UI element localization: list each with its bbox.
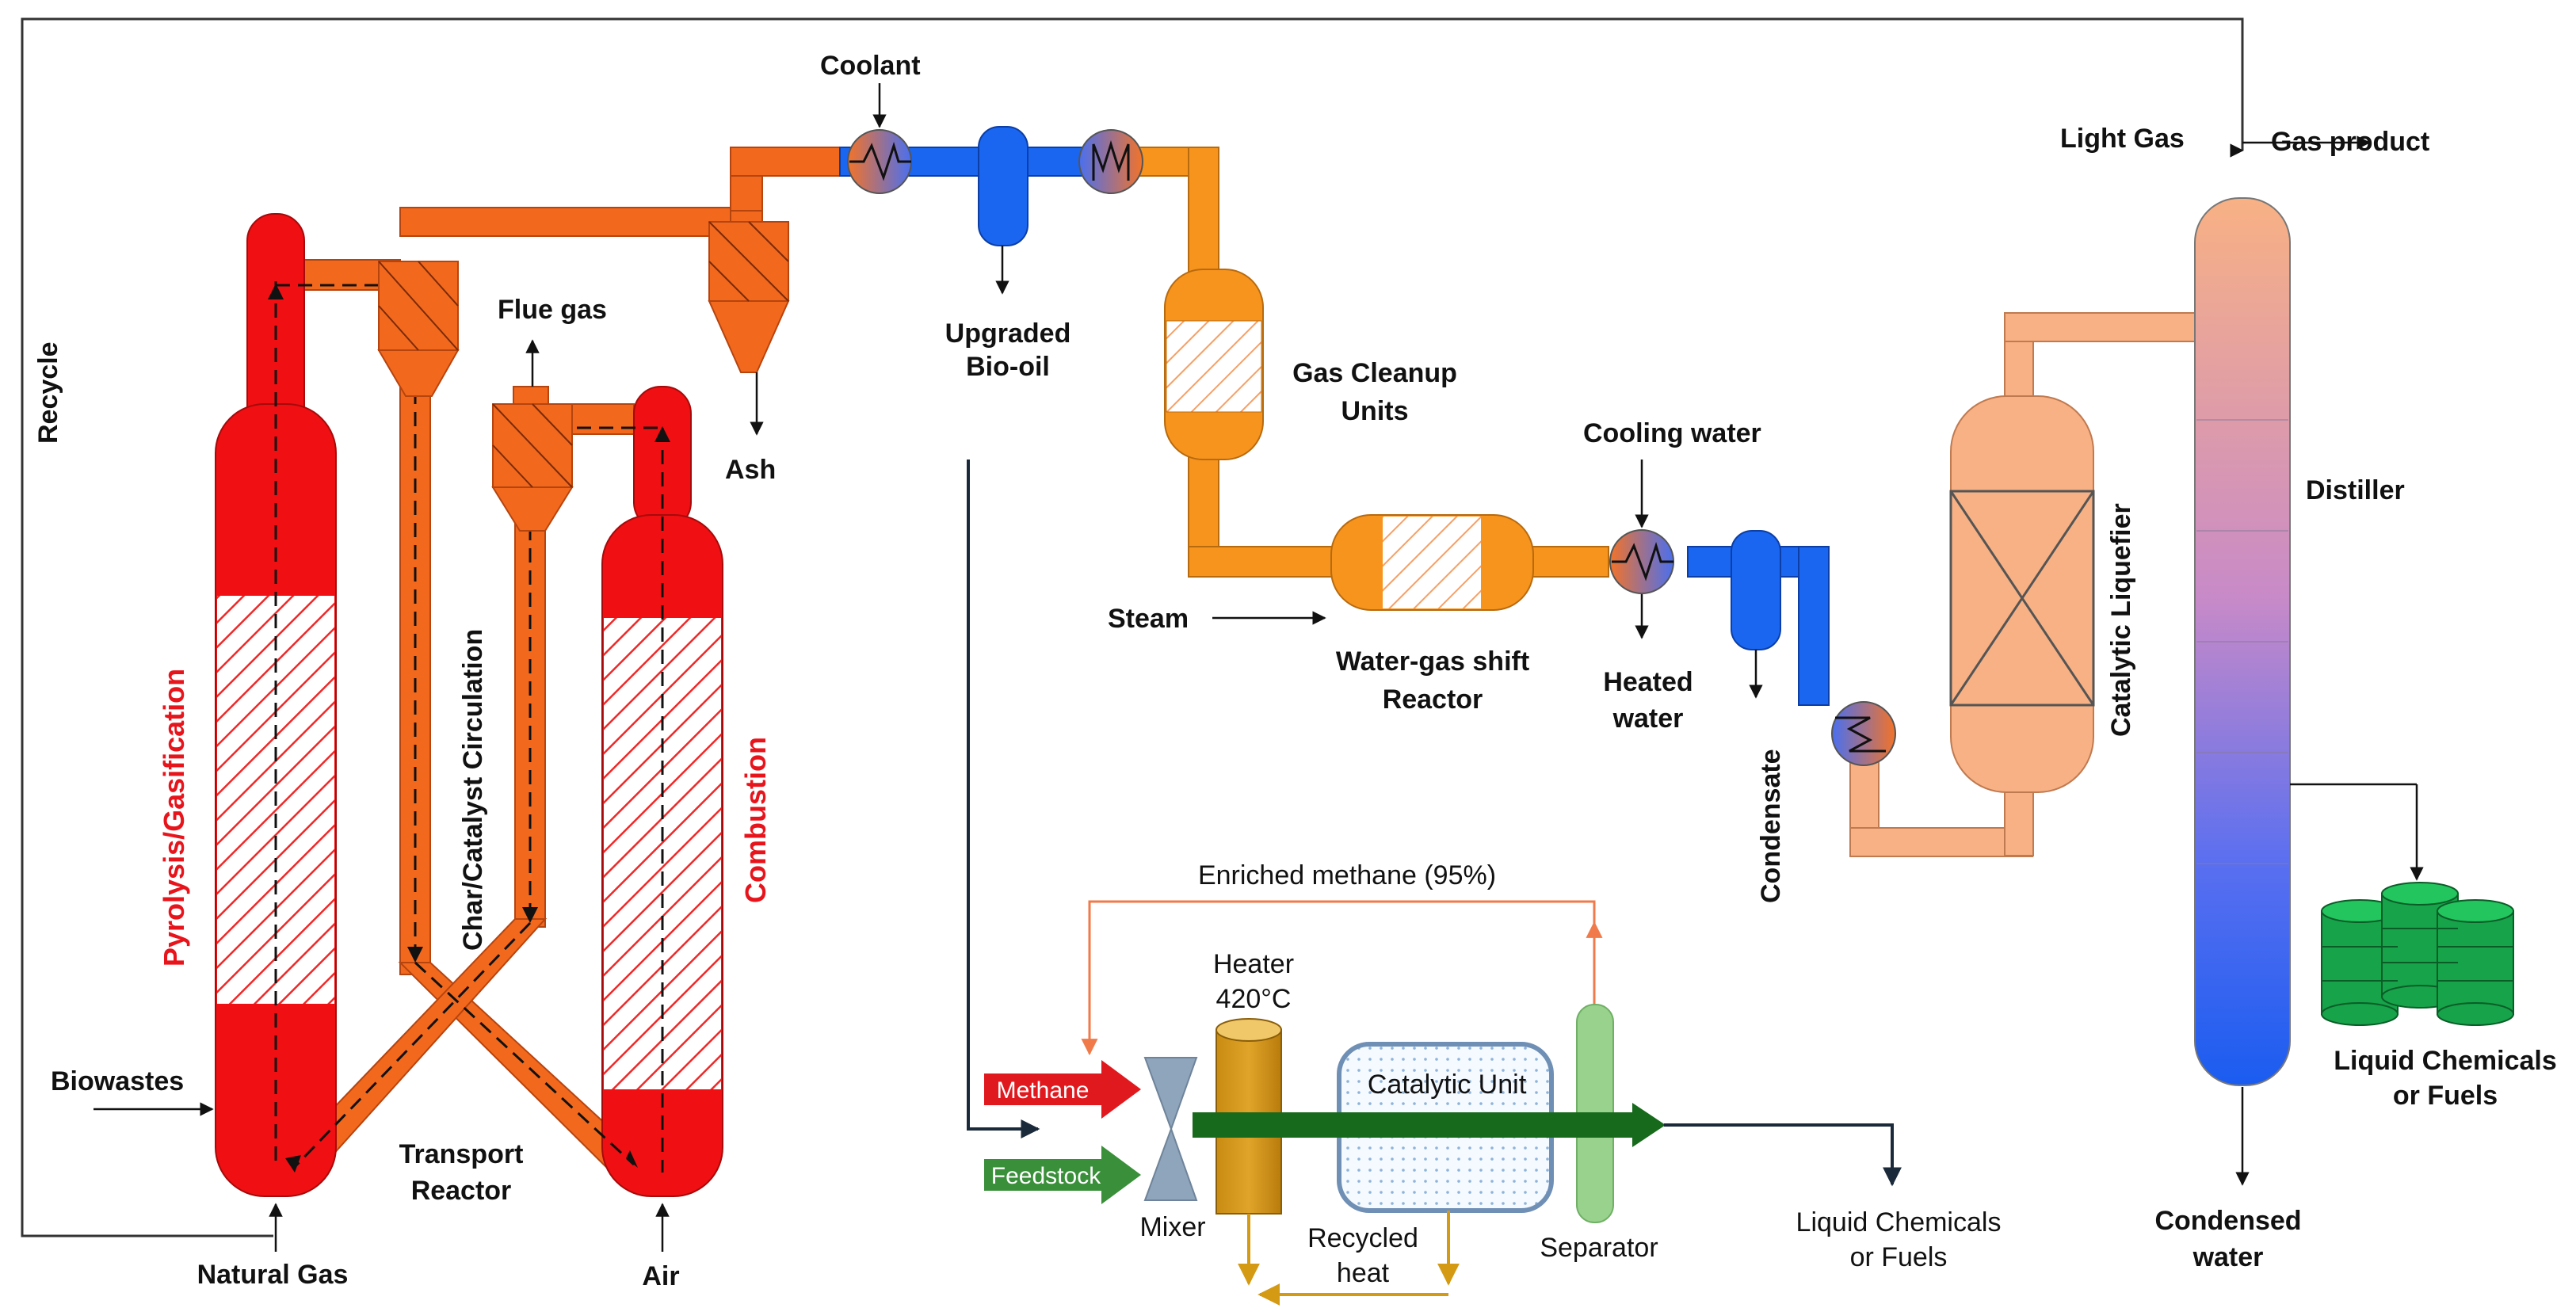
transport-label-2: Reactor xyxy=(411,1176,512,1206)
liquid-right-label-1: Liquid Chemicals xyxy=(2334,1046,2557,1076)
recycle-label: Recycle xyxy=(33,341,63,444)
mixer-valve xyxy=(1143,1057,1198,1201)
upgraded-label-2: Bio-oil xyxy=(966,352,1050,382)
enriched-methane-line xyxy=(1081,900,1596,1056)
ash-label: Ash xyxy=(725,455,776,485)
air-label: Air xyxy=(642,1261,679,1291)
char-circulation-label: Char/Catalyst Circulation xyxy=(458,629,488,951)
liquid-bottom-label-2: or Fuels xyxy=(1850,1242,1948,1272)
enriched-methane-label: Enriched methane (95%) xyxy=(1198,860,1496,890)
heat-exchanger-2 xyxy=(1078,129,1143,194)
catalytic-unit-label: Catalytic Unit xyxy=(1368,1070,1527,1100)
combustion-reactor xyxy=(555,386,723,1197)
methane-label: Methane xyxy=(997,1077,1090,1104)
pyrolysis-reactor xyxy=(215,213,396,1197)
condensed-label-2: water xyxy=(2192,1242,2264,1272)
cleanup-label-2: Units xyxy=(1341,396,1409,426)
cyclone-left xyxy=(377,261,460,397)
feedstock-arrow xyxy=(984,1146,1141,1204)
mixer-label: Mixer xyxy=(1139,1212,1205,1242)
gas-cleanup-unit xyxy=(1164,269,1264,460)
transport-label-1: Transport xyxy=(399,1139,524,1169)
condensate-separator xyxy=(1731,530,1781,650)
recycled-label-2: heat xyxy=(1337,1258,1390,1288)
feedstock-label: Feedstock xyxy=(991,1163,1101,1189)
flow-arrows xyxy=(93,83,2424,1252)
heat-exchanger-coolant xyxy=(847,129,912,194)
product-out-line xyxy=(1664,1123,1902,1187)
separator-label: Separator xyxy=(1540,1233,1658,1263)
heat-exchanger-cooling xyxy=(1609,529,1674,594)
heat-exchanger-4 xyxy=(1831,701,1896,766)
recycle-line xyxy=(21,17,2244,1237)
distiller-column xyxy=(2194,197,2291,1086)
catalytic-liquefier-label: Catalytic Liquefier xyxy=(2106,503,2136,737)
combustion-label: Combustion xyxy=(739,737,772,903)
catalytic-liquefier xyxy=(1949,395,2095,793)
methane-arrow xyxy=(984,1060,1141,1119)
wgs-reactor xyxy=(1330,514,1534,611)
heated-label-1: Heated xyxy=(1603,667,1693,697)
pyrolysis-label: Pyrolysis/Gasification xyxy=(158,669,190,967)
wgs-label-2: Reactor xyxy=(1383,685,1483,715)
liquid-right-label-2: or Fuels xyxy=(2393,1081,2498,1111)
cleanup-label-1: Gas Cleanup xyxy=(1292,358,1457,388)
fuel-barrels-icon xyxy=(2321,882,2514,1026)
circulation-dashed-lines xyxy=(292,301,635,1170)
steam-label: Steam xyxy=(1108,604,1189,634)
product-arrow xyxy=(1193,1103,1666,1147)
wgs-label-1: Water-gas shift xyxy=(1336,646,1529,677)
coolant-label: Coolant xyxy=(820,51,921,81)
flue-gas-label: Flue gas xyxy=(498,295,607,325)
heater-label-1: Heater xyxy=(1213,949,1294,979)
cyclone-ash xyxy=(708,221,790,373)
recycled-label-1: Recycled xyxy=(1307,1223,1418,1253)
recycled-heat-line xyxy=(1238,1211,1460,1306)
gas-product-label: Gas product xyxy=(2271,127,2429,157)
natural-gas-label: Natural Gas xyxy=(197,1260,349,1290)
bio-oil-separator xyxy=(978,126,1028,246)
upgraded-label-1: Upgraded xyxy=(945,318,1071,349)
light-gas-label: Light Gas xyxy=(2060,124,2185,154)
condensed-label-1: Condensed xyxy=(2154,1206,2301,1236)
heated-label-2: water xyxy=(1612,704,1684,734)
cooling-water-label: Cooling water xyxy=(1583,418,1761,448)
distiller-label: Distiller xyxy=(2306,475,2405,505)
liquid-bottom-label-1: Liquid Chemicals xyxy=(1796,1207,2002,1237)
condensate-label: Condensate xyxy=(1756,749,1786,903)
heater-label-2: 420°C xyxy=(1216,984,1292,1014)
cyclone-flue xyxy=(491,386,574,532)
bio-oil-feed-line xyxy=(967,460,1040,1138)
biowastes-label: Biowastes xyxy=(51,1066,184,1096)
